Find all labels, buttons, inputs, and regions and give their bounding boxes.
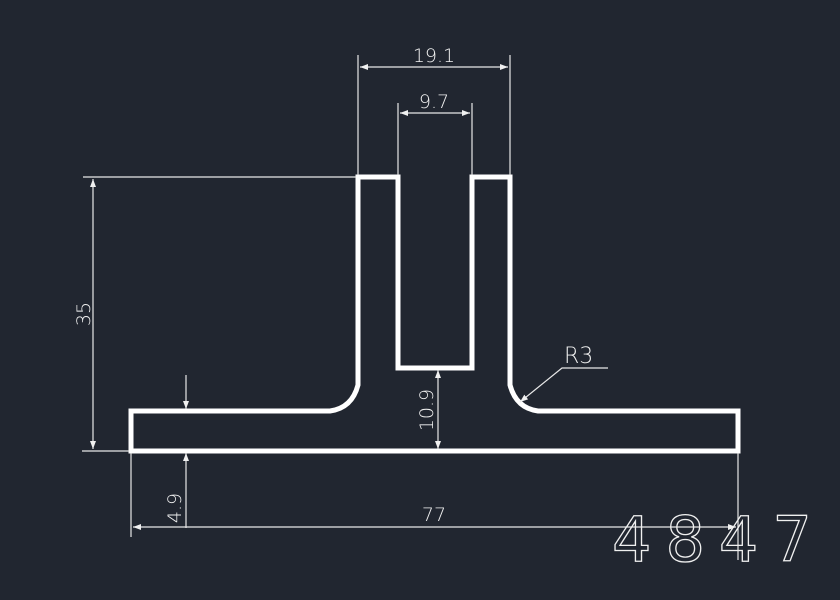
dim-label-total-width: 77	[422, 504, 446, 526]
dimension-slot-bottom: 10.9	[416, 370, 441, 449]
radius-leader: R3	[519, 344, 608, 403]
part-number: 4847	[612, 503, 826, 576]
dim-label-flange-thickness: 4.9	[164, 493, 186, 523]
dim-label-top-width: 19.1	[413, 45, 455, 67]
dimension-height: 35	[73, 176, 356, 452]
dim-label-height: 35	[73, 302, 95, 326]
radius-label: R3	[564, 344, 593, 369]
dimension-total-width: 77	[130, 453, 739, 560]
dim-label-slot-width: 9.7	[419, 91, 449, 113]
dimension-flange-thickness: 4.9	[164, 375, 189, 528]
dim-label-slot-bottom: 10.9	[416, 389, 438, 431]
dimension-slot-width: 9.7	[397, 91, 473, 175]
t-profile-outline	[128, 174, 741, 454]
dimension-top-width: 19.1	[357, 45, 511, 175]
